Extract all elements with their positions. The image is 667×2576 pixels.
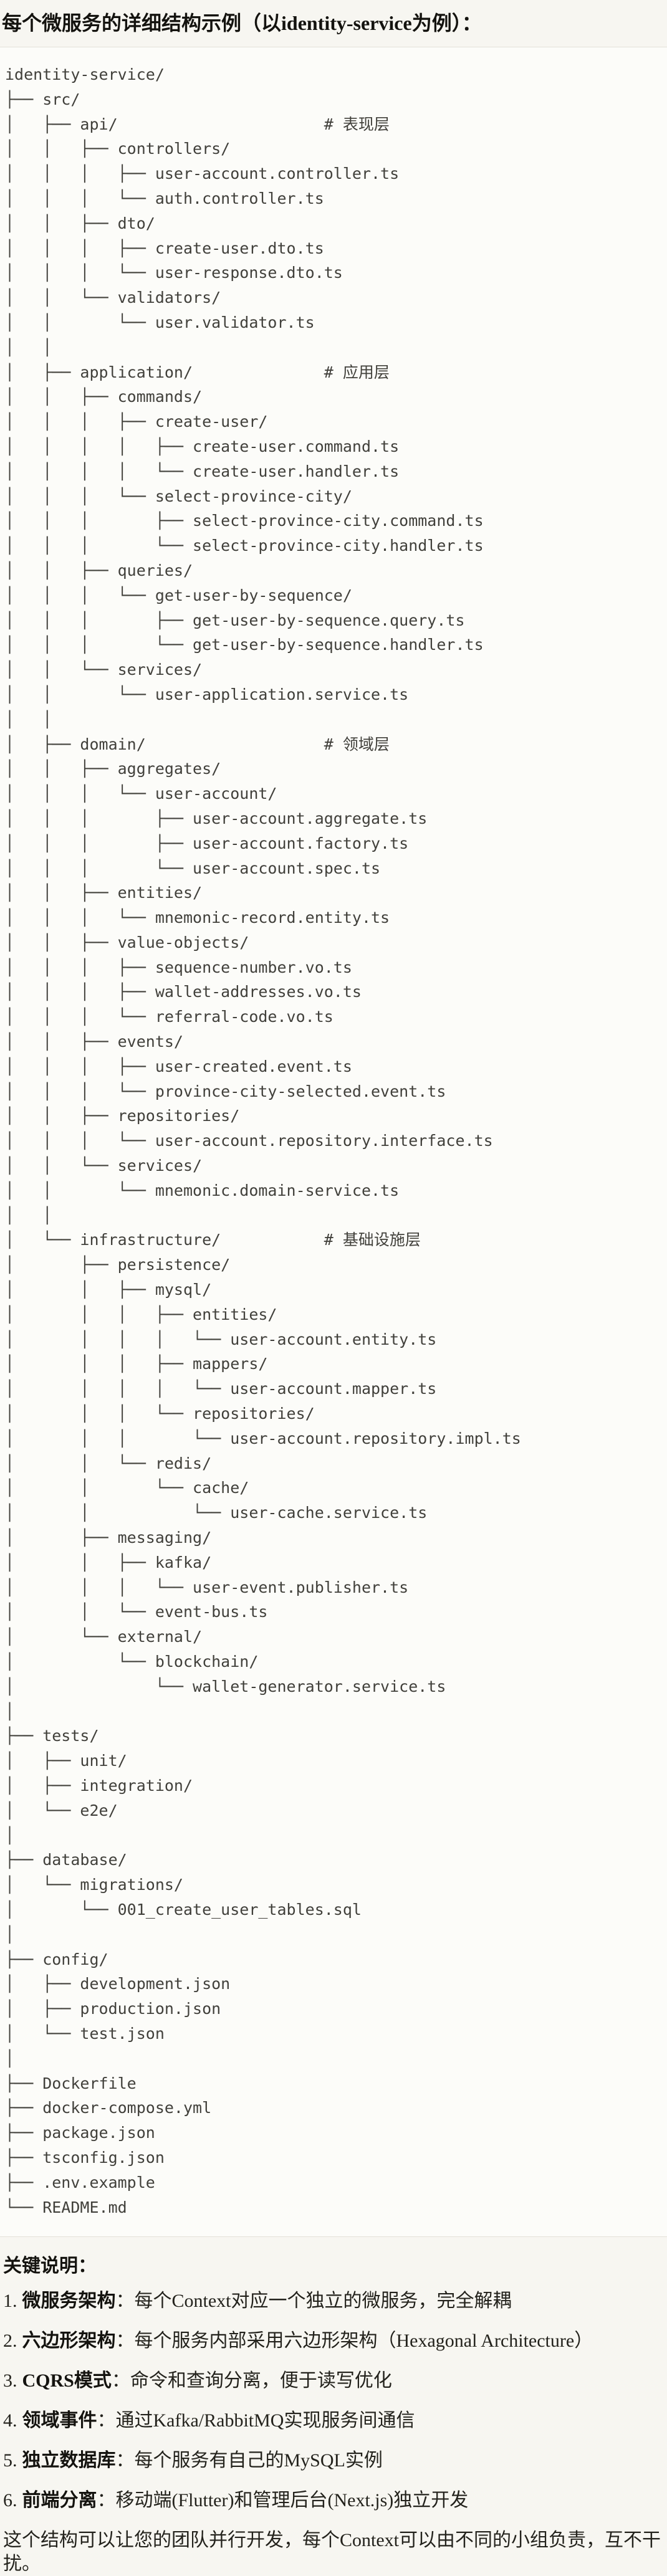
key-notes-section: 关键说明： 1.微服务架构：每个Context对应一个独立的微服务，完全解耦 2… <box>0 2237 667 2576</box>
note-number: 6. <box>3 2490 17 2511</box>
note-text: ：每个服务内部采用六边形架构（Hexagonal Architecture） <box>115 2330 593 2352</box>
note-number: 1. <box>3 2291 17 2312</box>
note-item: 5.独立数据库：每个服务有自己的MySQL实例 <box>3 2449 661 2473</box>
page: { "header": { "title": "每个微服务的详细结构示例（以id… <box>0 11 667 2576</box>
note-term: CQRS模式 <box>22 2370 112 2392</box>
note-item: 3.CQRS模式：命令和查询分离，便于读写优化 <box>3 2369 661 2393</box>
page-title: 每个微服务的详细结构示例（以identity-service为例）： <box>2 12 482 34</box>
note-term: 微服务架构 <box>22 2291 116 2312</box>
file-tree: identity-service/ ├── src/ │ ├── api/ # … <box>5 65 521 2216</box>
note-text: ：通过Kafka/RabbitMQ实现服务间通信 <box>97 2410 415 2431</box>
note-item: 1.微服务架构：每个Context对应一个独立的微服务，完全解耦 <box>3 2289 661 2313</box>
note-term: 独立数据库 <box>22 2450 116 2471</box>
note-item: 6.前端分离：移动端(Flutter)和管理后台(Next.js)独立开发 <box>3 2489 661 2512</box>
note-item: 4.领域事件：通过Kafka/RabbitMQ实现服务间通信 <box>3 2409 661 2433</box>
document: 每个微服务的详细结构示例（以identity-service为例）： ident… <box>0 11 667 2576</box>
note-text: ：每个Context对应一个独立的微服务，完全解耦 <box>115 2291 512 2312</box>
key-notes-heading: 关键说明： <box>3 2256 97 2277</box>
note-item: 2.六边形架构：每个服务内部采用六边形架构（Hexagonal Architec… <box>3 2329 661 2353</box>
note-number: 3. <box>3 2370 17 2392</box>
note-number: 5. <box>3 2450 17 2471</box>
summary-paragraph: 这个结构可以让您的团队并行开发，每个Context可以由不同的小组负责，互不干扰… <box>3 2530 661 2575</box>
note-text: ：移动端(Flutter)和管理后台(Next.js)独立开发 <box>97 2490 469 2511</box>
note-term: 六边形架构 <box>22 2330 116 2352</box>
note-term: 领域事件 <box>22 2410 97 2431</box>
key-notes-list: 1.微服务架构：每个Context对应一个独立的微服务，完全解耦 2.六边形架构… <box>3 2289 661 2512</box>
note-text: ：命令和查询分离，便于读写优化 <box>111 2370 392 2392</box>
note-text: ：每个服务有自己的MySQL实例 <box>115 2450 383 2471</box>
note-term: 前端分离 <box>22 2490 97 2511</box>
code-block: identity-service/ ├── src/ │ ├── api/ # … <box>0 47 667 2238</box>
note-number: 4. <box>3 2410 17 2431</box>
note-number: 2. <box>3 2330 17 2352</box>
